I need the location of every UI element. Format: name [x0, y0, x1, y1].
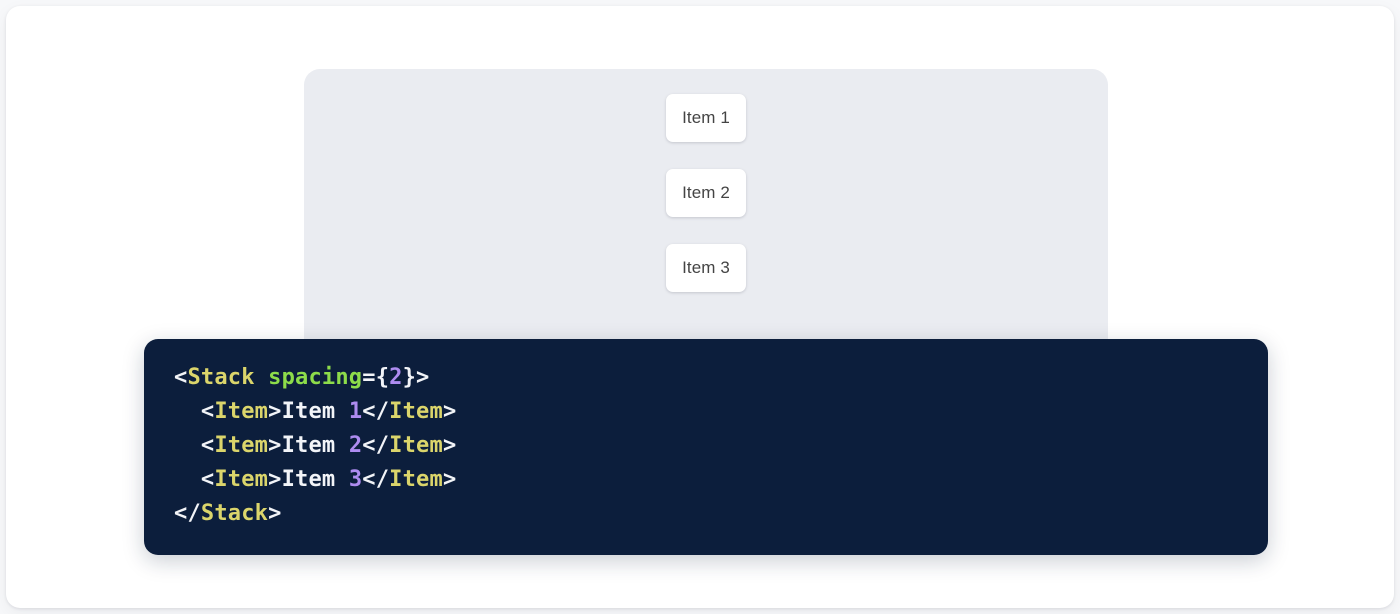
code-token-tag: Item	[389, 433, 443, 458]
code-snippet-block[interactable]: <Stack spacing={2}> <Item>Item 1</Item> …	[144, 339, 1268, 555]
code-token-tag: Item	[389, 399, 443, 424]
code-token-punct: >	[442, 433, 457, 458]
code-token-punct: >	[268, 501, 282, 526]
code-token-num: 2	[389, 365, 403, 390]
stack-item-label: Item 3	[682, 258, 730, 277]
code-token-tag: Stack	[200, 501, 269, 526]
code-token-punct: </	[362, 399, 390, 424]
code-token-punct: <	[200, 399, 215, 424]
code-token-attr: spacing	[268, 365, 363, 390]
code-token-tag: Stack	[187, 365, 255, 390]
code-token-tag: Item	[389, 467, 443, 492]
code-snippet-text: <Stack spacing={2}> <Item>Item 1</Item> …	[174, 361, 1268, 531]
code-line: </Stack>	[174, 501, 282, 526]
code-token-text: Item	[281, 433, 349, 458]
code-line: <Item>Item 1</Item>	[174, 399, 456, 424]
code-token-tag: Item	[214, 433, 269, 458]
code-line: <Item>Item 3</Item>	[174, 467, 456, 492]
code-token-punct: </	[362, 467, 390, 492]
code-token-text: Item	[281, 467, 349, 492]
code-token-punct: <	[200, 467, 215, 492]
code-line: <Item>Item 2</Item>	[174, 433, 456, 458]
stack-item[interactable]: Item 3	[666, 244, 746, 292]
code-token-tag: Item	[214, 399, 269, 424]
code-token-punct: <	[200, 433, 215, 458]
code-token-punct	[255, 365, 268, 390]
code-token-punct: >	[268, 433, 282, 458]
code-line: <Stack spacing={2}>	[174, 365, 430, 390]
stack-item-label: Item 1	[682, 108, 730, 127]
code-token-num: 2	[348, 433, 363, 458]
stack-container: Item 1 Item 2 Item 3	[666, 94, 746, 292]
stack-item[interactable]: Item 1	[666, 94, 746, 142]
code-token-punct: ={	[362, 365, 390, 390]
code-token-text: Item	[281, 399, 349, 424]
code-token-punct: </	[174, 501, 201, 526]
code-token-punct: <	[174, 365, 188, 390]
code-token-num: 3	[348, 467, 363, 492]
code-token-punct: </	[362, 433, 390, 458]
component-preview-panel: Item 1 Item 2 Item 3	[304, 69, 1108, 359]
code-token-punct: >	[268, 399, 282, 424]
code-token-num: 1	[348, 399, 363, 424]
code-token-punct: }>	[402, 365, 430, 390]
code-token-punct: >	[268, 467, 282, 492]
code-token-punct: >	[442, 399, 457, 424]
code-lines: <Stack spacing={2}> <Item>Item 1</Item> …	[174, 365, 456, 526]
code-token-punct: >	[442, 467, 457, 492]
stack-item-label: Item 2	[682, 183, 730, 202]
code-token-tag: Item	[214, 467, 269, 492]
stack-item[interactable]: Item 2	[666, 169, 746, 217]
